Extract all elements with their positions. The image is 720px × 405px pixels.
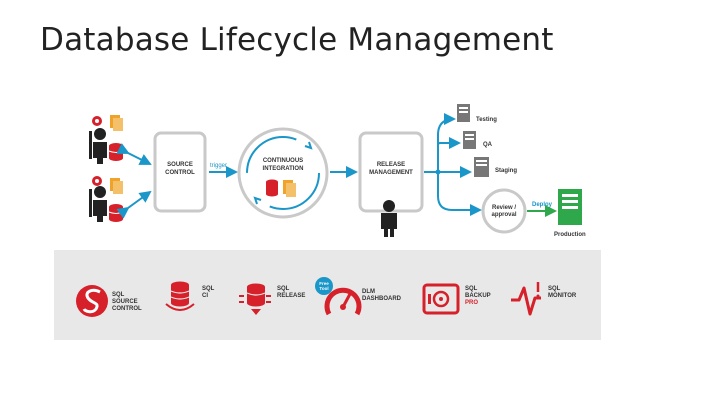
backup-safe-icon	[422, 283, 460, 315]
sql-release-product: SQL RELEASE	[239, 283, 305, 315]
source-control-label-1: SOURCE	[167, 162, 193, 168]
source-control-label-2: CONTROL	[165, 170, 195, 176]
person-icon	[381, 200, 397, 237]
env-staging-label: Staging	[495, 168, 517, 174]
person-icon	[89, 186, 107, 222]
free-tool-badge: Free Tool	[315, 277, 333, 295]
product-label: RELEASE	[277, 293, 305, 299]
product-label: SQL	[277, 286, 290, 292]
database-icon	[108, 204, 124, 222]
gear-icon	[92, 176, 102, 186]
developer-2	[89, 176, 124, 222]
dlm-dashboard-product: Free Tool DLM DASHBOARD	[315, 277, 402, 316]
product-label: DLM	[362, 289, 375, 295]
continuous-integration-stage: CONTINUOUS INTEGRATION	[237, 127, 329, 219]
env-testing-label: Testing	[476, 117, 497, 123]
sql-backup-pro-product: SQL BACKUP PRO	[422, 283, 491, 315]
source-control-logo-icon	[76, 285, 108, 317]
gear-icon	[92, 116, 102, 126]
product-label: MONITOR	[548, 293, 577, 299]
sql-release-icon	[239, 283, 271, 315]
product-label: BACKUP	[465, 293, 491, 299]
badge-label: Tool	[319, 286, 328, 291]
ci-label-2: INTEGRATION	[263, 166, 304, 172]
trigger-label: trigger	[210, 163, 227, 169]
product-label: SQL	[465, 286, 478, 292]
sql-ci-product: SQL CI	[165, 281, 215, 311]
product-label: PRO	[465, 300, 478, 306]
product-label: SQL	[548, 286, 561, 292]
person-icon	[89, 128, 107, 164]
badge-label: Free	[319, 281, 329, 286]
testing-server-icon	[457, 104, 470, 122]
review-approval-node	[481, 188, 527, 234]
product-label: CI	[202, 293, 208, 299]
env-qa-label: QA	[483, 142, 493, 148]
review-label-2: approval	[491, 212, 516, 218]
deploy-label: Deploy	[532, 202, 553, 208]
product-label: SQL	[112, 292, 125, 298]
product-label: DASHBOARD	[362, 296, 402, 302]
database-icon	[266, 179, 278, 197]
developer-1	[89, 115, 124, 164]
products-panel	[54, 250, 601, 340]
qa-server-icon	[463, 131, 476, 149]
release-label-2: MANAGEMENT	[369, 170, 413, 176]
staging-server-icon	[474, 157, 489, 177]
dashboard-gauge-icon	[324, 287, 362, 316]
sql-ci-icon	[165, 281, 195, 311]
product-label: SOURCE	[112, 299, 138, 305]
monitor-pulse-icon	[511, 282, 541, 316]
product-label: CONTROL	[112, 306, 142, 312]
source-control-stage	[153, 131, 207, 213]
sql-monitor-product: SQL MONITOR	[511, 282, 577, 316]
ci-label-1: CONTINUOUS	[263, 158, 303, 164]
database-icon	[108, 143, 124, 161]
slide-title: Database Lifecycle Management	[40, 22, 554, 58]
sql-source-control-product: SQL SOURCE CONTROL	[76, 285, 142, 317]
release-label-1: RELEASE	[377, 162, 405, 168]
review-label-1: Review /	[492, 205, 516, 211]
product-label: SQL	[202, 286, 215, 292]
env-production-label: Production	[554, 232, 586, 238]
production-server-icon	[558, 189, 582, 225]
